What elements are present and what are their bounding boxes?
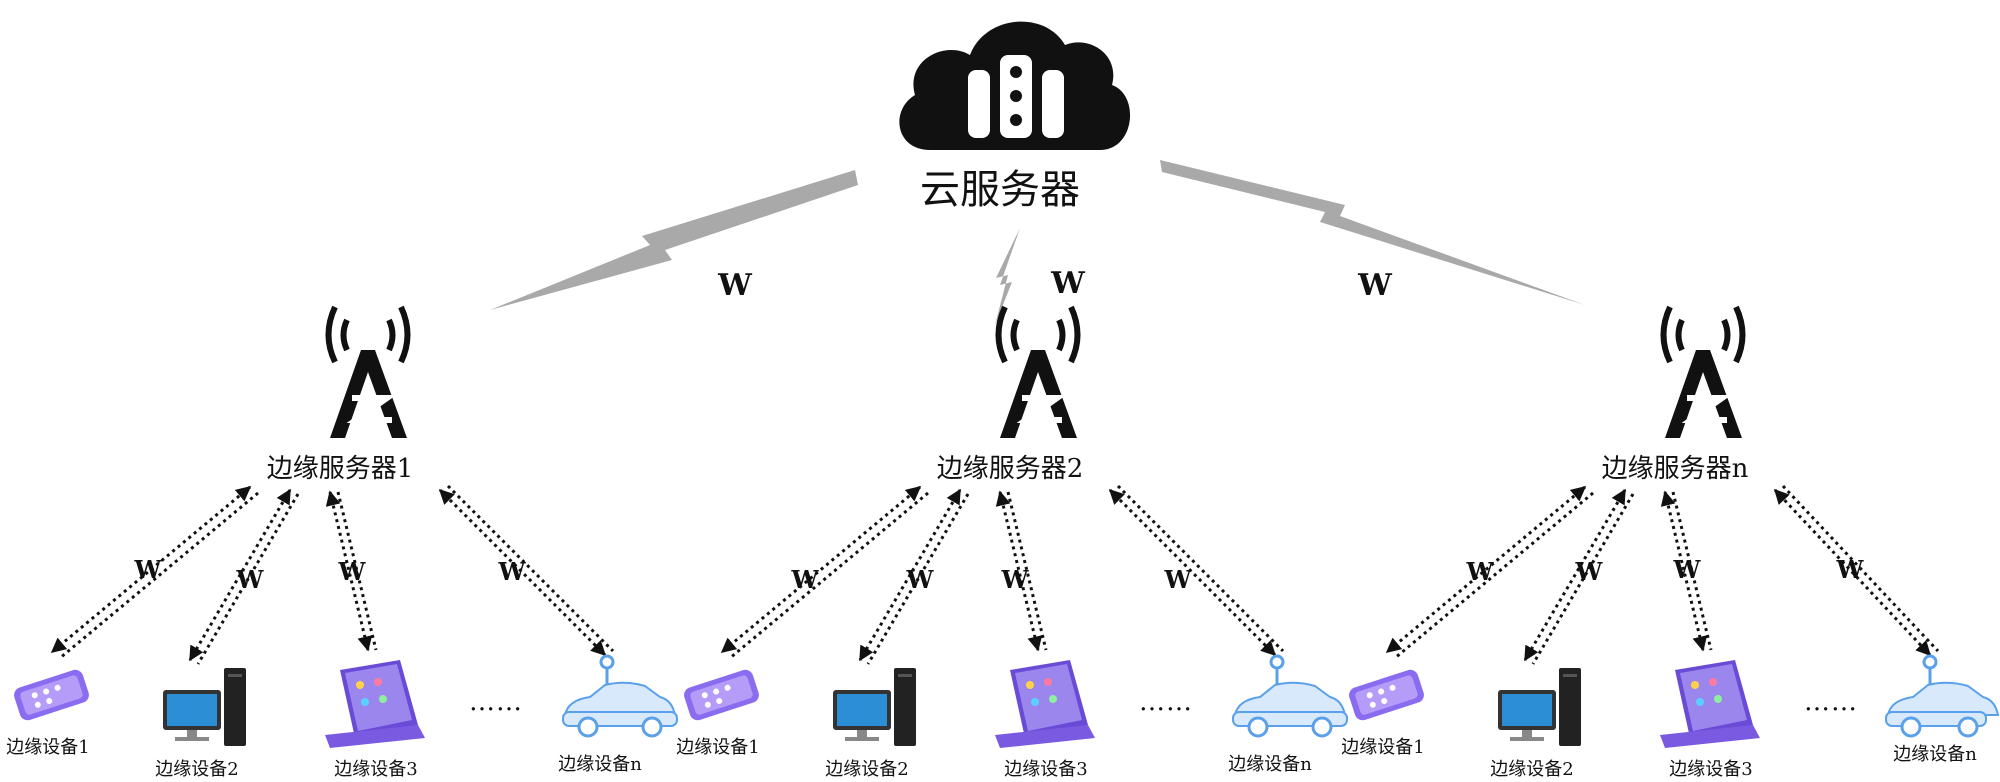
device-label-3: 边缘设备3 (1669, 759, 1752, 780)
device-link-label-2: W (906, 565, 935, 594)
device-label-n: 边缘设备n (1228, 754, 1312, 775)
wireless-link-center (995, 228, 1020, 325)
antenna-tower-icon (325, 305, 411, 438)
device-link-n (1108, 484, 1285, 657)
antenna-tower-icon (995, 305, 1081, 438)
cloud-link-label-2: W (1050, 266, 1086, 301)
device-link-label-3: W (1001, 565, 1030, 594)
device-link-3 (325, 490, 378, 652)
device-link-label-n: W (1164, 565, 1193, 594)
edge-server-group-n: 边缘服务器n W W W W (1341, 305, 2000, 780)
device-link-label-n: W (498, 557, 527, 586)
device-label-3: 边缘设备3 (1004, 759, 1087, 780)
device-label-n: 边缘设备n (1893, 744, 1977, 765)
device-link-3 (995, 490, 1048, 652)
device-link-2 (1523, 488, 1635, 665)
device-link-label-1: W (134, 555, 163, 584)
wireless-link-right (1160, 160, 1585, 305)
device-link-1 (720, 485, 929, 660)
edge-server-label: 边缘服务器2 (937, 454, 1084, 484)
ellipsis-label: …… (1804, 687, 1858, 717)
phone-icon (684, 669, 759, 721)
cloud-server-icon (899, 21, 1131, 150)
device-link-3 (1660, 490, 1713, 652)
cloud-link-label-1: W (717, 268, 753, 303)
edge-server-label: 边缘服务器1 (267, 454, 414, 484)
device-label-2: 边缘设备2 (1490, 759, 1573, 780)
device-label-2: 边缘设备2 (825, 759, 908, 780)
ellipsis-label: …… (1139, 687, 1193, 717)
device-label-1: 边缘设备1 (6, 737, 89, 758)
device-link-label-n: W (1836, 555, 1865, 584)
desktop-computer-icon (163, 668, 246, 746)
edge-server-group-1: 边缘服务器1 W W W W (6, 305, 678, 780)
device-label-2: 边缘设备2 (155, 759, 238, 780)
device-link-label-3: W (338, 557, 367, 586)
antenna-tower-icon (1660, 305, 1746, 438)
car-icon (1232, 654, 1348, 738)
device-link-n (438, 484, 615, 657)
device-link-2 (188, 488, 300, 665)
device-link-n (1773, 484, 1940, 657)
device-label-1: 边缘设备1 (1341, 737, 1424, 758)
device-link-label-1: W (791, 565, 820, 594)
edge-server-label: 边缘服务器n (1602, 454, 1749, 484)
device-link-label-2: W (1575, 557, 1604, 586)
cloud-link-label-3: W (1357, 268, 1393, 303)
device-label-1: 边缘设备1 (676, 737, 759, 758)
tablet-icon (995, 660, 1095, 748)
device-link-label-3: W (1673, 555, 1702, 584)
edge-server-group-2: 边缘服务器2 W W W W (676, 305, 1348, 780)
car-icon (562, 654, 678, 738)
phone-icon (14, 669, 89, 721)
device-link-2 (858, 488, 970, 665)
device-label-n: 边缘设备n (558, 754, 642, 775)
tablet-icon (325, 660, 425, 748)
device-label-3: 边缘设备3 (334, 759, 417, 780)
ellipsis-label: …… (469, 687, 523, 717)
tablet-icon (1660, 660, 1760, 748)
desktop-computer-icon (1498, 668, 1581, 746)
phone-icon (1349, 669, 1424, 721)
device-link-label-1: W (1466, 557, 1495, 586)
desktop-computer-icon (833, 668, 916, 746)
wireless-link-left (490, 170, 858, 310)
car-icon (1885, 654, 2000, 738)
cloud-server-label: 云服务器 (920, 167, 1080, 213)
device-link-label-2: W (236, 565, 265, 594)
